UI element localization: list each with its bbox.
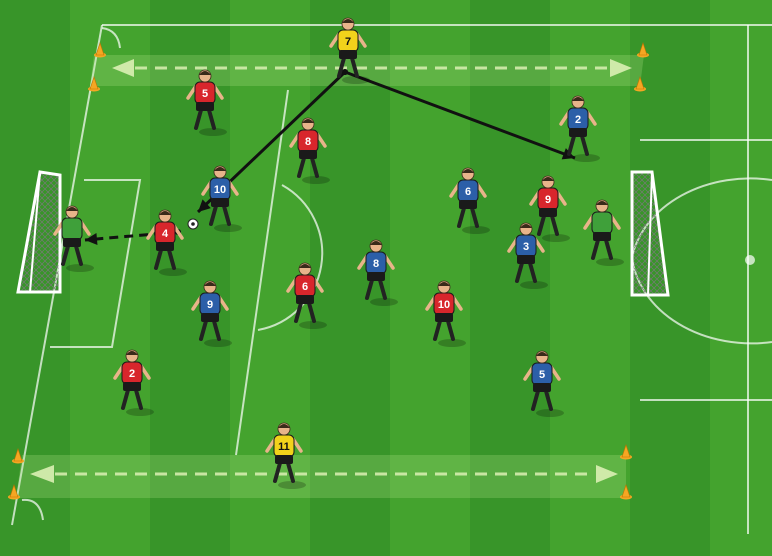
player-number: 8: [373, 258, 379, 270]
bottom-channel-zone: [16, 455, 626, 498]
player-number: 8: [305, 136, 311, 148]
player-number: 4: [162, 228, 169, 240]
player-number: 5: [539, 369, 545, 381]
player-number: 10: [214, 184, 226, 196]
player-number: 11: [278, 441, 290, 453]
player-number: 5: [202, 88, 208, 100]
player-number: 2: [575, 114, 581, 126]
player-number: 6: [302, 281, 308, 293]
player-number: 3: [523, 241, 529, 253]
player-number: 9: [207, 299, 213, 311]
player-number: 2: [129, 368, 135, 380]
player-number: 9: [545, 194, 551, 206]
player-number: 6: [465, 186, 471, 198]
ball: [188, 219, 198, 229]
player-number: 10: [438, 299, 450, 311]
player-number: 7: [345, 36, 351, 48]
